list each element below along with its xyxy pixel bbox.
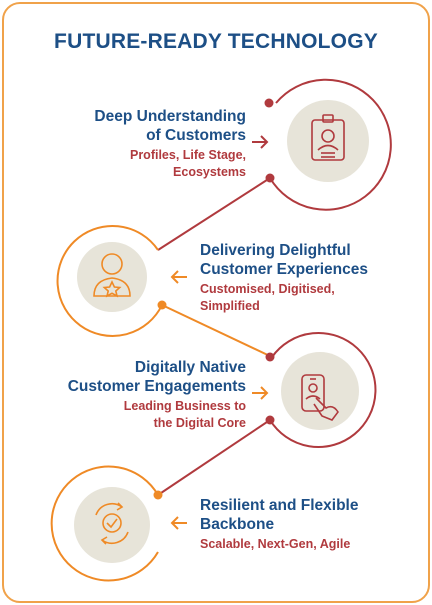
item-2-heading-line1: Delivering Delightful	[200, 242, 351, 259]
circle-node-3	[265, 332, 377, 448]
item-2-heading-line2: Customer Experiences	[200, 261, 368, 278]
item-3-heading-line1: Digitally Native	[134, 359, 246, 376]
connector-1-2	[157, 177, 271, 251]
connector-2-3	[161, 304, 273, 358]
item-1-sub-line1: Profiles, Life Stage,	[129, 148, 246, 162]
item-1-heading-line2: of Customers	[146, 127, 246, 144]
item-2-sub-line2: Simplified	[200, 299, 260, 313]
arrow-left-4	[170, 516, 187, 530]
item-1-heading-line1: Deep Understanding	[94, 108, 246, 125]
circle-node-1	[264, 78, 392, 211]
item-3-sub-line1: Leading Business to	[123, 399, 246, 413]
item-4-heading-line1: Resilient and Flexible	[200, 497, 359, 514]
arrow-right-3	[252, 386, 269, 400]
item-4-heading-line2: Backbone	[200, 516, 275, 533]
cycle-check-icon	[95, 502, 129, 545]
phone-tap-icon	[301, 374, 339, 421]
item-3-text: Digitally Native Customer Engagements Le…	[34, 358, 246, 432]
item-3-sub-line2: the Digital Core	[153, 416, 246, 430]
user-star-icon	[93, 253, 131, 298]
arrow-right-1	[252, 135, 269, 149]
item-2-sub-line1: Customised, Digitised,	[200, 282, 335, 296]
item-4-sub-line1: Scalable, Next-Gen, Agile	[200, 537, 351, 551]
item-3-heading-line2: Customer Engagements	[67, 378, 246, 395]
page-title: FUTURE-READY TECHNOLOGY	[54, 30, 378, 53]
item-1-text: Deep Understanding of Customers Profiles…	[44, 107, 246, 181]
item-2-text: Delivering Delightful Customer Experienc…	[200, 241, 420, 315]
arrow-left-2	[170, 270, 187, 284]
id-badge-icon	[311, 114, 345, 161]
item-4-text: Resilient and Flexible Backbone Scalable…	[200, 496, 420, 553]
connector-3-4	[157, 419, 271, 496]
item-1-sub-line2: Ecosystems	[173, 165, 246, 179]
